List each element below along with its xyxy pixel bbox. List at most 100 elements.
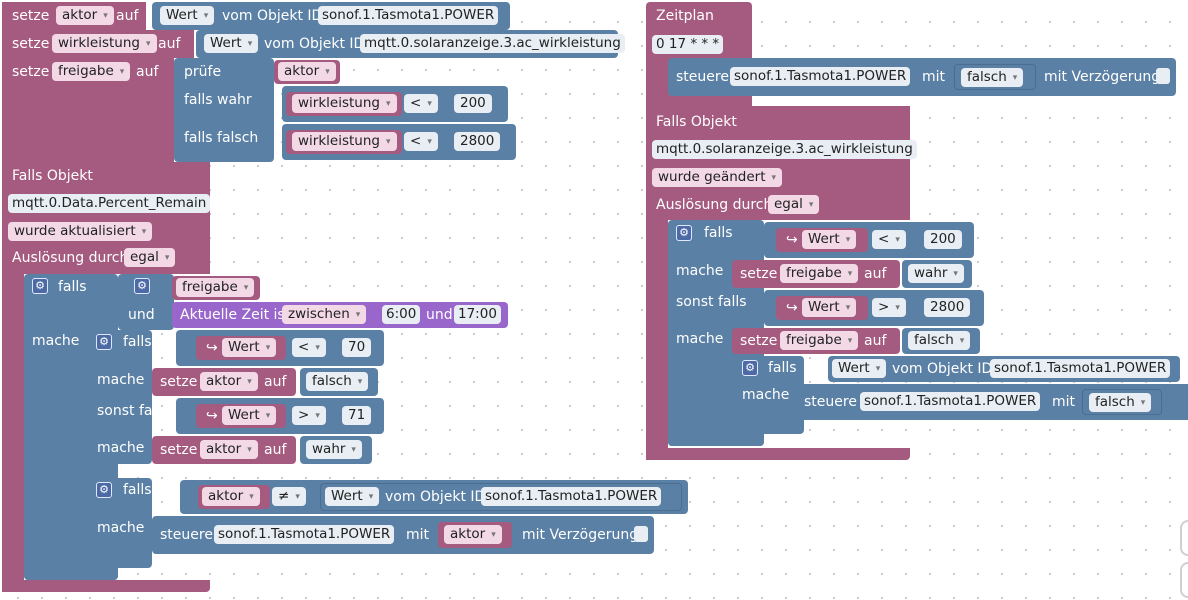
compare-wert-lt-70[interactable]: ↪ Wert▾ <▾ 70 bbox=[176, 330, 384, 366]
number-field[interactable]: 70 bbox=[342, 338, 372, 357]
time-start-field[interactable]: 6:00 bbox=[382, 305, 421, 324]
trigger-type-dropdown[interactable]: wurde aktualisiert▾ bbox=[8, 222, 153, 241]
wert-dropdown[interactable]: Wert▾ bbox=[222, 338, 277, 357]
falls-block-inner-1[interactable]: ⚙ falls mache sonst falls mache bbox=[88, 330, 168, 464]
aktor-variable-block[interactable]: aktor▾ bbox=[438, 522, 512, 548]
falls-objekt-block-left[interactable]: Falls Objekt mqtt.0.Data.Percent_Remain … bbox=[2, 162, 211, 274]
falls-objekt-block-right[interactable]: Falls Objekt mqtt.0.solaranzeige.3.ac_wi… bbox=[646, 106, 917, 220]
number-field[interactable]: 200 bbox=[454, 94, 492, 113]
object-id-field[interactable]: sonof.1.Tasmota1.POWER bbox=[481, 487, 662, 506]
compare-aktor-ne-wert[interactable]: aktor▾ ≠▾ Wert▾ vom Objekt ID sonof.1.Ta… bbox=[180, 480, 688, 514]
cron-field[interactable]: 0 17 * * * bbox=[652, 35, 724, 54]
var-freigabe-dropdown[interactable]: freigabe▾ bbox=[780, 264, 859, 283]
operator-dropdown[interactable]: <▾ bbox=[404, 132, 438, 151]
bool-dropdown[interactable]: falsch▾ bbox=[306, 372, 369, 391]
wert-dropdown[interactable]: Wert▾ bbox=[222, 406, 277, 425]
bool-falsch-block[interactable]: falsch▾ bbox=[300, 368, 378, 396]
object-id-field[interactable]: sonof.1.Tasmota1.POWER bbox=[730, 67, 911, 86]
gear-icon[interactable]: ⚙ bbox=[96, 482, 112, 498]
wirkleistung-variable-block[interactable]: wirkleistung▾ bbox=[286, 130, 402, 154]
object-id-field[interactable]: sonof.1.Tasmota1.POWER bbox=[214, 525, 395, 544]
ausloesung-dropdown[interactable]: egal▾ bbox=[124, 248, 176, 267]
setze-freigabe-falsch[interactable]: setze freigabe▾ auf bbox=[732, 328, 900, 354]
number-field[interactable]: 200 bbox=[924, 230, 962, 249]
operator-dropdown[interactable]: <▾ bbox=[872, 230, 906, 249]
number-field[interactable]: 2800 bbox=[924, 298, 971, 317]
gear-icon[interactable]: ⚙ bbox=[32, 278, 48, 294]
object-id-field[interactable]: sonof.1.Tasmota1.POWER bbox=[990, 359, 1171, 378]
wert-dropdown[interactable]: Wert▾ bbox=[325, 487, 380, 506]
number-field[interactable]: 71 bbox=[342, 406, 372, 425]
falls-block-inner-2[interactable]: ⚙ falls mache bbox=[88, 478, 152, 568]
operator-dropdown[interactable]: ≠▾ bbox=[272, 487, 306, 506]
var-wirkleistung-dropdown[interactable]: wirkleistung▾ bbox=[292, 94, 397, 113]
operator-dropdown[interactable]: >▾ bbox=[292, 406, 326, 425]
bool-falsch-block[interactable]: falsch▾ bbox=[954, 64, 1036, 90]
object-id-field[interactable]: mqtt.0.solaranzeige.3.ac_wirkleistung bbox=[652, 140, 917, 159]
var-aktor-dropdown[interactable]: aktor▾ bbox=[200, 372, 258, 391]
trigger-type-dropdown[interactable]: wurde geändert▾ bbox=[652, 168, 783, 187]
object-id-field[interactable]: sonof.1.Tasmota1.POWER bbox=[318, 6, 499, 25]
steuere-block-right[interactable]: steuere sonof.1.Tasmota1.POWER mit falsc… bbox=[796, 384, 1188, 420]
time-end-field[interactable]: 17:00 bbox=[454, 305, 501, 324]
aktor-variable-block[interactable]: aktor▾ bbox=[274, 60, 340, 84]
wert-dropdown[interactable]: Wert▾ bbox=[204, 34, 259, 53]
var-aktor-dropdown[interactable]: aktor▾ bbox=[56, 6, 114, 25]
compare-wirkleistung-lt-2800[interactable]: wirkleistung▾ <▾ 2800 bbox=[282, 124, 516, 160]
wert-arg-block[interactable]: ↪ Wert▾ bbox=[196, 336, 286, 360]
wert-arg-block[interactable]: ↪ Wert▾ bbox=[776, 296, 868, 320]
var-freigabe-dropdown[interactable]: freigabe▾ bbox=[780, 331, 859, 350]
bool-wahr-block[interactable]: wahr▾ bbox=[300, 436, 372, 464]
bool-dropdown[interactable]: wahr▾ bbox=[306, 440, 362, 459]
ausloesung-dropdown[interactable]: egal▾ bbox=[768, 195, 820, 214]
compare-wert-gt-71[interactable]: ↪ Wert▾ >▾ 71 bbox=[176, 398, 384, 434]
object-id-field[interactable]: mqtt.0.Data.Percent_Remain bbox=[8, 194, 211, 213]
object-id-field[interactable]: mqtt.0.solaranzeige.3.ac_wirkleistung bbox=[360, 34, 625, 53]
wert-vom-objekt-nested[interactable]: Wert▾ vom Objekt ID sonof.1.Tasmota1.POW… bbox=[320, 483, 682, 511]
setze-wirkleistung-block[interactable]: setze wirkleistung▾ auf bbox=[2, 30, 194, 58]
wirkleistung-variable-block[interactable]: wirkleistung▾ bbox=[286, 92, 402, 116]
bool-dropdown[interactable]: falsch▾ bbox=[961, 68, 1024, 87]
setze-freigabe-wahr[interactable]: setze freigabe▾ auf bbox=[732, 260, 900, 288]
var-aktor-dropdown[interactable]: aktor▾ bbox=[278, 62, 336, 81]
gear-icon[interactable]: ⚙ bbox=[676, 225, 692, 241]
wert-arg-block[interactable]: ↪ Wert▾ bbox=[776, 228, 868, 252]
verzoegerung-checkbox[interactable] bbox=[1156, 68, 1170, 84]
var-freigabe-dropdown[interactable]: freigabe▾ bbox=[176, 278, 255, 297]
steuere-block-left[interactable]: steuere sonof.1.Tasmota1.POWER mit aktor… bbox=[152, 516, 654, 554]
compare-wirkleistung-lt-200[interactable]: wirkleistung▾ <▾ 200 bbox=[282, 86, 508, 122]
setze-aktor-falsch[interactable]: setze aktor▾ auf bbox=[152, 368, 296, 396]
operator-dropdown[interactable]: >▾ bbox=[872, 298, 906, 317]
bool-dropdown[interactable]: falsch▾ bbox=[908, 331, 971, 350]
var-wirkleistung-dropdown[interactable]: wirkleistung▾ bbox=[292, 132, 397, 151]
bool-falsch-block[interactable]: falsch▾ bbox=[902, 328, 980, 354]
wert-dropdown[interactable]: Wert▾ bbox=[832, 359, 887, 378]
logic-und-block[interactable]: ⚙ und bbox=[118, 274, 174, 330]
bool-falsch-block[interactable]: falsch▾ bbox=[1082, 389, 1162, 415]
zeit-mode-dropdown[interactable]: zwischen▾ bbox=[282, 305, 367, 324]
var-freigabe-dropdown[interactable]: freigabe▾ bbox=[52, 62, 131, 81]
wert-dropdown[interactable]: Wert▾ bbox=[802, 298, 857, 317]
bool-dropdown[interactable]: falsch▾ bbox=[1089, 393, 1152, 412]
wert-dropdown[interactable]: Wert▾ bbox=[802, 230, 857, 249]
gear-icon[interactable]: ⚙ bbox=[134, 278, 150, 294]
pruefe-block[interactable]: prüfe falls wahr falls falsch bbox=[174, 58, 274, 162]
wert-vom-objekt-block-2[interactable]: Wert▾ vom Objekt ID mqtt.0.solaranzeige.… bbox=[196, 30, 625, 58]
aktor-variable-block[interactable]: aktor▾ bbox=[198, 485, 270, 509]
freigabe-variable-block[interactable]: freigabe▾ bbox=[172, 276, 260, 300]
number-field[interactable]: 2800 bbox=[454, 132, 501, 151]
compare-wert-lt-200-right[interactable]: ↪ Wert▾ <▾ 200 bbox=[764, 222, 974, 258]
var-wirkleistung-dropdown[interactable]: wirkleistung▾ bbox=[52, 34, 157, 53]
compare-wert-gt-2800-right[interactable]: ↪ Wert▾ >▾ 2800 bbox=[764, 290, 984, 326]
wert-vom-objekt-block-1[interactable]: Wert▾ vom Objekt ID sonof.1.Tasmota1.POW… bbox=[152, 2, 510, 30]
object-id-field[interactable]: sonof.1.Tasmota1.POWER bbox=[860, 392, 1041, 411]
operator-dropdown[interactable]: <▾ bbox=[404, 94, 438, 113]
setze-aktor-block[interactable]: setze aktor▾ auf bbox=[2, 2, 146, 30]
bool-dropdown[interactable]: wahr▾ bbox=[908, 264, 964, 283]
steuere-block-zeitplan[interactable]: steuere sonof.1.Tasmota1.POWER mit falsc… bbox=[668, 58, 1176, 96]
gear-icon[interactable]: ⚙ bbox=[742, 360, 758, 376]
wert-dropdown[interactable]: Wert▾ bbox=[160, 6, 215, 25]
var-aktor-dropdown[interactable]: aktor▾ bbox=[202, 487, 260, 506]
verzoegerung-checkbox[interactable] bbox=[634, 526, 648, 542]
wert-arg-block[interactable]: ↪ Wert▾ bbox=[196, 404, 286, 428]
